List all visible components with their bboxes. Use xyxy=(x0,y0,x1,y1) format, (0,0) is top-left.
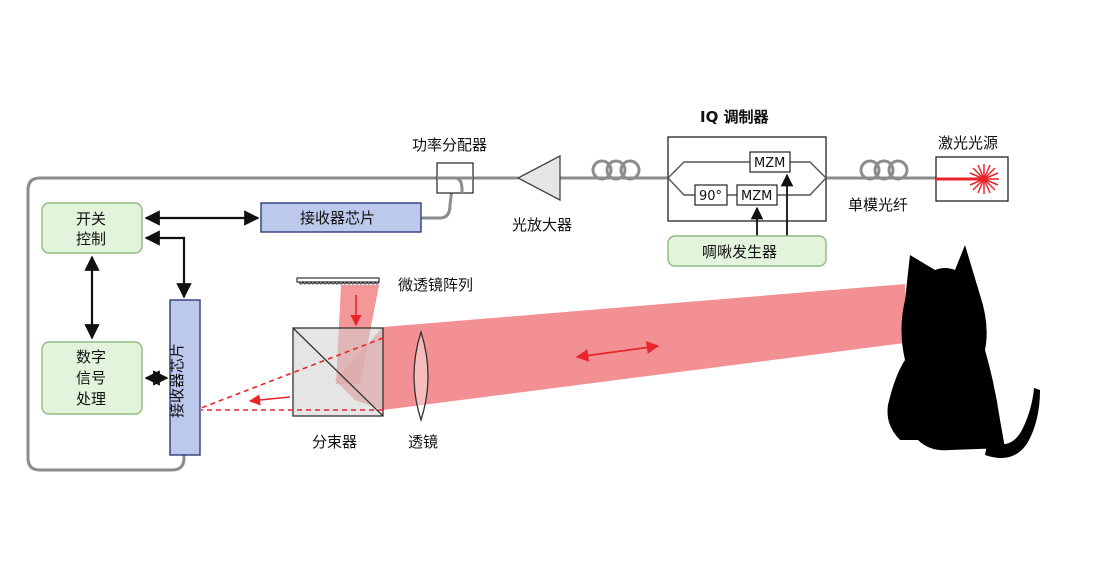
dashed-return-beams xyxy=(200,337,384,411)
switch-control-box xyxy=(41,202,143,254)
beam-splitter-label: 分束器 xyxy=(312,433,357,451)
single-mode-fiber-label: 单模光纤 xyxy=(848,196,908,214)
mzm-lower-label: MZM xyxy=(741,189,772,204)
phase-shifter-90 xyxy=(694,184,728,206)
laser-burst-icon xyxy=(962,164,999,194)
mzm-lower xyxy=(736,184,778,206)
receiver-chip-top xyxy=(260,202,422,233)
iq-modulator-box xyxy=(667,136,827,222)
lens-shape xyxy=(413,329,429,423)
dsp-line3: 处理 xyxy=(76,390,106,408)
microlens-array xyxy=(296,277,380,285)
beam-bidirectional-arrow xyxy=(575,341,660,362)
switch-control-line2: 控制 xyxy=(76,230,106,248)
power-splitter-label: 功率分配器 xyxy=(412,136,487,154)
mzm-upper xyxy=(749,151,791,173)
cat-silhouette xyxy=(887,245,1040,459)
optical-amplifier-triangle xyxy=(516,154,561,202)
chirp-generator-box xyxy=(667,235,827,267)
optical-amplifier-label: 光放大器 xyxy=(512,216,572,234)
return-arrow-left xyxy=(248,394,291,406)
beam-splitter-diagonal xyxy=(292,327,384,417)
chirp-to-mzm-arrows xyxy=(750,173,794,236)
laser-source-label: 激光光源 xyxy=(938,134,998,152)
receiver-chip-vertical xyxy=(169,299,201,456)
fiber-coil-right xyxy=(859,159,909,181)
receiver-chip-top-label: 接收器芯片 xyxy=(300,209,375,227)
control-arrows xyxy=(84,210,260,386)
dsp-box xyxy=(41,341,143,415)
power-splitter xyxy=(436,162,474,194)
phase-shifter-label: 90° xyxy=(699,189,722,204)
switch-control-line1: 开关 xyxy=(76,210,106,228)
iq-modulator-label: IQ 调制器 xyxy=(700,108,770,126)
fiber-coil-left xyxy=(591,159,641,181)
receiver-chip-vertical-label: 接收器芯片 xyxy=(168,343,186,418)
mzm-upper-label: MZM xyxy=(754,156,785,171)
lens-label: 透镜 xyxy=(408,433,438,451)
chirp-generator-label: 啁啾发生器 xyxy=(702,243,777,261)
iq-modulator-waveguides xyxy=(667,161,827,196)
microlens-array-label: 微透镜阵列 xyxy=(398,276,473,294)
dsp-line2: 信号 xyxy=(76,369,106,387)
dsp-line1: 数字 xyxy=(76,348,106,366)
